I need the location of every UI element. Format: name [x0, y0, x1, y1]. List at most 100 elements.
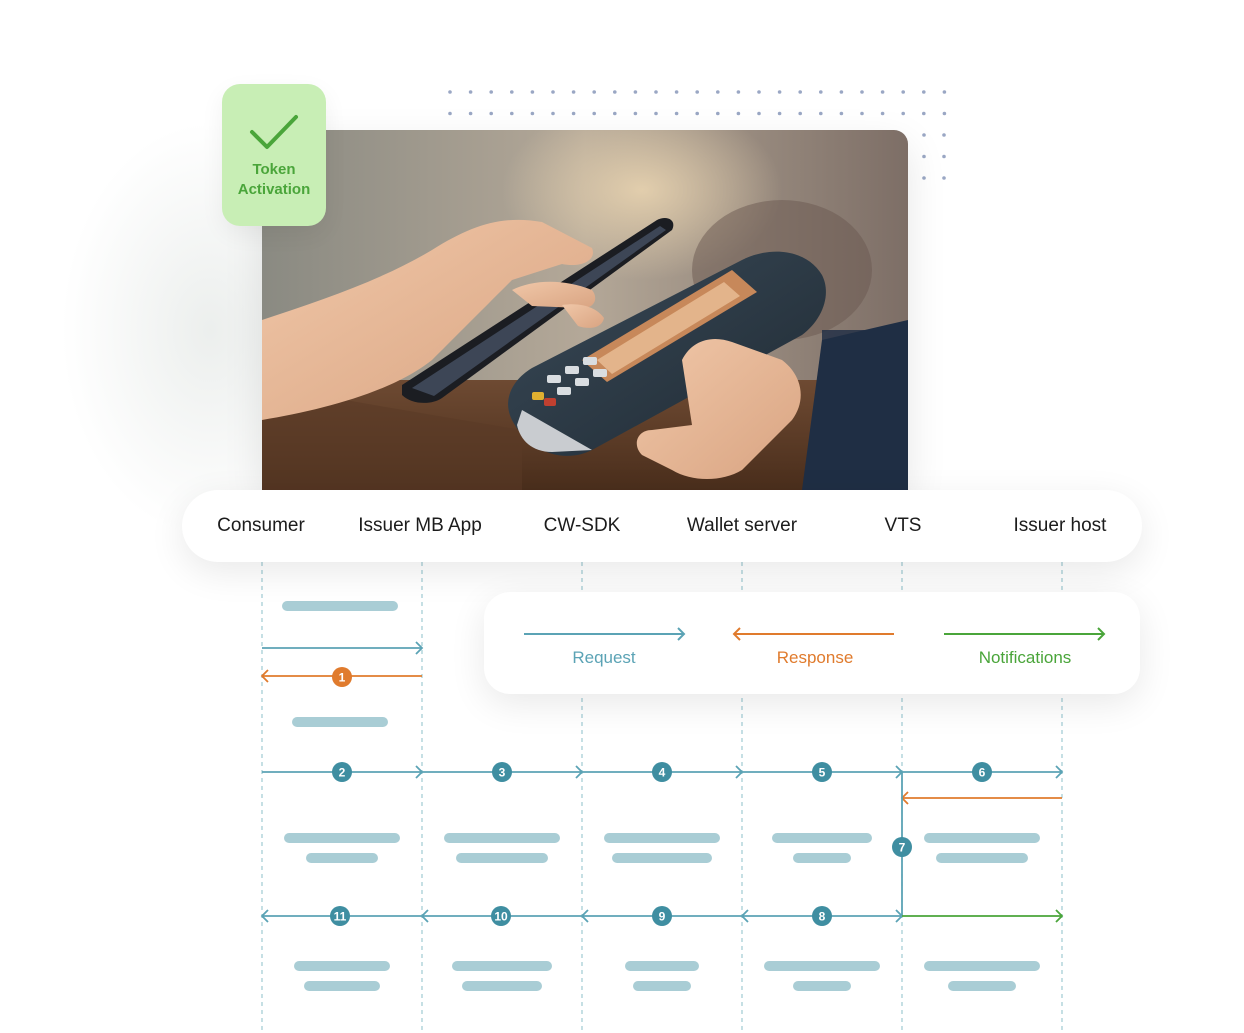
dot [674, 111, 679, 116]
dot [922, 154, 926, 159]
step-9-badge: 9 [652, 906, 672, 926]
dot [942, 154, 946, 159]
placeholder-bar [633, 981, 691, 991]
checkmark-icon [250, 115, 298, 149]
lane-vts: VTS [884, 515, 922, 536]
dot [592, 111, 596, 116]
dot [860, 90, 864, 94]
dot [798, 90, 802, 94]
dot [942, 90, 947, 94]
lane-issuer-host: Issuer host [1013, 515, 1107, 536]
dot [922, 90, 926, 94]
svg-text:5: 5 [819, 766, 826, 780]
legend-notifications-arrow [944, 627, 1106, 641]
placeholder-bar [764, 961, 880, 971]
dot [613, 90, 617, 94]
dot [736, 111, 741, 116]
dot [654, 90, 658, 94]
token-activation-badge: Token Activation [222, 84, 326, 226]
dot [860, 111, 864, 116]
legend-request-arrow [524, 627, 686, 641]
dot [448, 111, 452, 116]
step-8-badge: 8 [812, 906, 832, 926]
legend-request-label: Request [572, 648, 636, 667]
placeholder-bar [604, 833, 720, 843]
dot [839, 111, 844, 116]
placeholder-bar [625, 961, 699, 971]
arrowhead [415, 765, 424, 779]
placeholder-bar [306, 853, 378, 863]
token-activation-label: Token Activation [238, 160, 311, 200]
lane-issuer-mb-app: Issuer MB App [358, 515, 482, 536]
dot [633, 111, 638, 116]
step-7-badge: 7 [892, 837, 912, 857]
dot [922, 111, 926, 116]
placeholder-bar [452, 961, 552, 971]
dot [530, 90, 535, 94]
arrowhead [260, 909, 269, 923]
legend-response-label: Response [776, 648, 854, 667]
arrowhead [260, 669, 269, 683]
dot [716, 111, 720, 116]
placeholder-bar [456, 853, 548, 863]
arrowhead [735, 765, 744, 779]
dot [633, 90, 638, 94]
arrowhead [580, 909, 589, 923]
dot [468, 90, 473, 94]
step-4-badge: 4 [652, 762, 672, 782]
placeholder-bar [924, 833, 1040, 843]
placeholder-bar [772, 833, 872, 843]
dot [716, 90, 720, 94]
step-2-badge: 2 [332, 762, 352, 782]
dot [819, 90, 823, 94]
dot [489, 90, 493, 94]
arrowhead [415, 641, 424, 655]
placeholder-bar [284, 833, 400, 843]
dot [489, 111, 493, 116]
dot [613, 111, 617, 116]
payment-photo-illustration [262, 130, 908, 490]
placeholder-bar [444, 833, 560, 843]
placeholder-bar [304, 981, 380, 991]
dot [654, 111, 658, 116]
lane-consumer: Consumer [217, 515, 305, 536]
svg-text:4: 4 [659, 766, 666, 780]
dot [530, 111, 535, 116]
dot [510, 90, 514, 94]
placeholder-bar [948, 981, 1016, 991]
step-3-badge: 3 [492, 762, 512, 782]
lane-cw-sdk: CW-SDK [543, 515, 621, 536]
svg-text:7: 7 [899, 841, 906, 855]
dot [551, 111, 555, 116]
placeholder-bar [462, 981, 542, 991]
arrowhead [420, 909, 429, 923]
svg-text:9: 9 [659, 910, 666, 924]
legend: Request Response Notifications [484, 592, 1140, 694]
dot [942, 111, 947, 116]
placeholder-bar [793, 981, 851, 991]
dot [798, 111, 802, 116]
dot [468, 111, 473, 116]
svg-text:6: 6 [979, 766, 986, 780]
dot [510, 111, 514, 116]
placeholder-bar [793, 853, 851, 863]
dot [880, 90, 885, 94]
step-1-badge: 1 [332, 667, 352, 687]
dot [551, 90, 555, 94]
dot [571, 90, 576, 94]
dot [901, 90, 905, 94]
svg-text:1: 1 [339, 671, 346, 685]
svg-text:8: 8 [819, 910, 826, 924]
dot [839, 90, 844, 94]
arrowhead [575, 765, 584, 779]
arrowhead [1055, 765, 1064, 779]
placeholder-bar [294, 961, 390, 971]
dot [880, 111, 885, 116]
step-11-badge: 11 [330, 906, 350, 926]
dot [942, 176, 946, 180]
dot [942, 133, 946, 137]
swimlane-header: Consumer Issuer MB App CW-SDK Wallet ser… [182, 490, 1142, 562]
dot [571, 111, 576, 116]
dot [736, 90, 741, 94]
legend-notifications-label: Notifications [978, 648, 1072, 667]
